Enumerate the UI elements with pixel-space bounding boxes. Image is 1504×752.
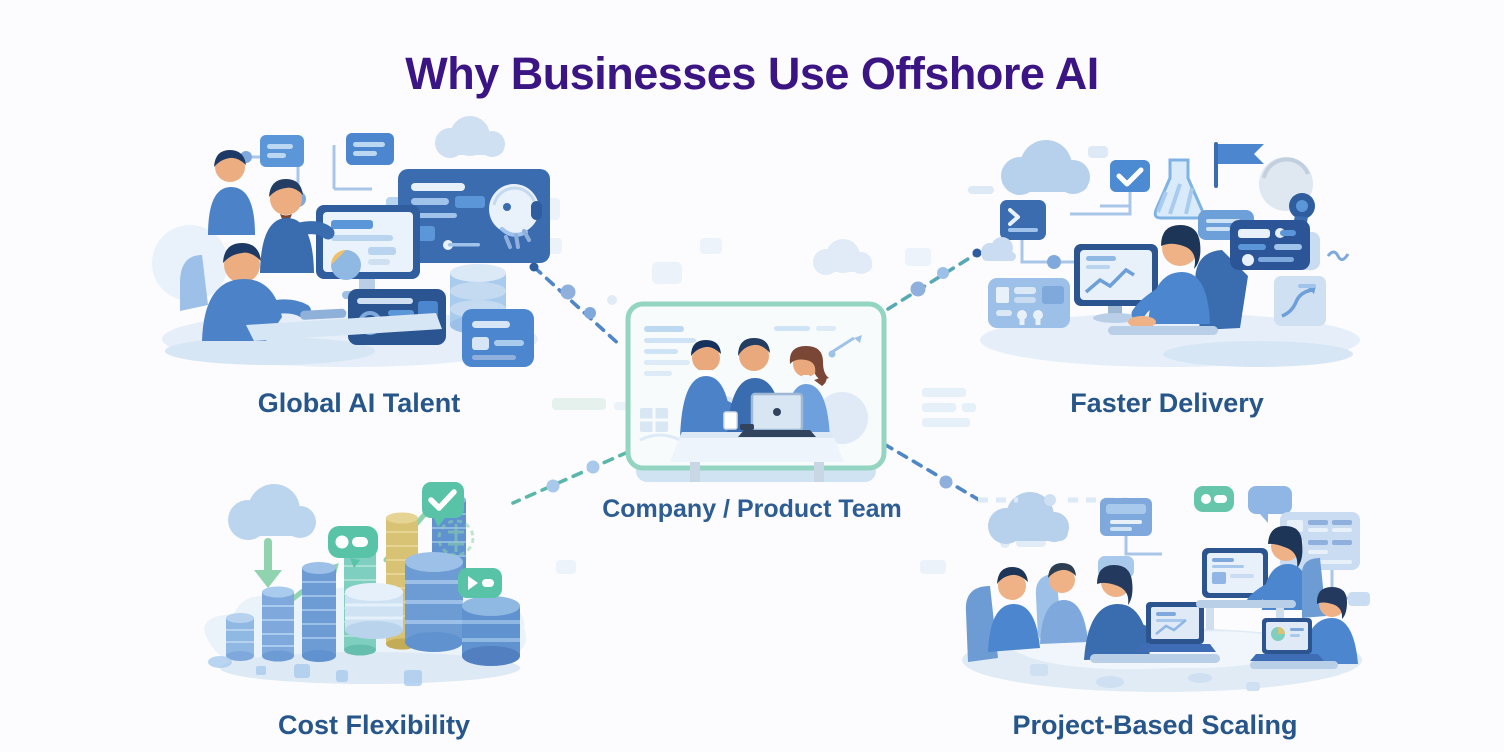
team-left-trio [965, 563, 1220, 663]
panel-backdrop [639, 326, 868, 444]
keys-card-icon [988, 278, 1070, 328]
coin-stack-light [345, 583, 403, 639]
person-standing-icon [208, 150, 255, 235]
flag-icon [1214, 142, 1264, 188]
cloud-icon [988, 492, 1069, 544]
illustration-global-ai-talent [152, 116, 550, 367]
person-back-right [1196, 526, 1326, 630]
brain-icon [437, 519, 475, 557]
laptop-icon [1250, 618, 1324, 661]
coin-stack-wide-blue [405, 552, 463, 652]
monitor-icon [1202, 548, 1268, 598]
toggle-badge-icon [328, 526, 378, 568]
faint-cloud-icon [813, 239, 872, 275]
cloud-icon [228, 484, 316, 540]
person-at-monitor-icon [1108, 225, 1248, 335]
down-arrow-icon [254, 538, 282, 588]
flask-icon [1153, 158, 1205, 220]
illustration-project-based-scaling [962, 486, 1370, 692]
coin-stacks-icon [226, 494, 520, 666]
cloud-small-icon [981, 237, 1016, 261]
monitor-dashboard-icon [316, 205, 420, 299]
coin-column-2 [262, 586, 294, 662]
laptop-icon [738, 392, 816, 437]
coffee-cup-icon [723, 411, 754, 430]
coin-stack-wide-right [462, 596, 520, 666]
trend-chart-card-icon [1274, 250, 1350, 326]
illustration-company-product-team [625, 301, 887, 482]
terminal-card-icon [1000, 200, 1075, 269]
label-cost-flexibility: Cost Flexibility [277, 710, 471, 740]
page-title: Why Businesses Use Offshore AI [405, 48, 1099, 99]
flowchart-icon [240, 133, 406, 211]
check-badge-icon [422, 482, 464, 527]
label-faster-delivery: Faster Delivery [1070, 388, 1264, 418]
dashboard-card-icon [1230, 220, 1310, 270]
cloud-icon [435, 116, 505, 158]
monitor-icon [1074, 244, 1158, 323]
mail-card-icon [1100, 498, 1162, 556]
checkbox-check-icon [1070, 160, 1150, 216]
person-pointing-icon [260, 179, 335, 273]
coin-column-3 [302, 562, 336, 662]
toggle-badge-icon [1194, 486, 1234, 512]
desk-icon [246, 308, 442, 341]
laptop-icon [1134, 602, 1216, 652]
scatter-blocks [1030, 664, 1260, 691]
label-company-product-team: Company / Product Team [602, 495, 902, 523]
illustration-cost-flexibility [204, 482, 527, 686]
scatter-blocks [208, 656, 422, 686]
robot-head-icon [489, 184, 542, 249]
label-project-based-scaling: Project-Based Scaling [1012, 710, 1298, 740]
coin-column-small [226, 613, 254, 661]
person-bottom-right [1250, 587, 1358, 669]
play-badge-icon [458, 568, 502, 598]
label-global-ai-talent: Global AI Talent [257, 388, 461, 418]
ai-dashboard-panel [398, 169, 550, 263]
code-card-icon [462, 309, 534, 367]
cloud-icon [1001, 140, 1090, 195]
illustration-faster-delivery [968, 140, 1360, 367]
